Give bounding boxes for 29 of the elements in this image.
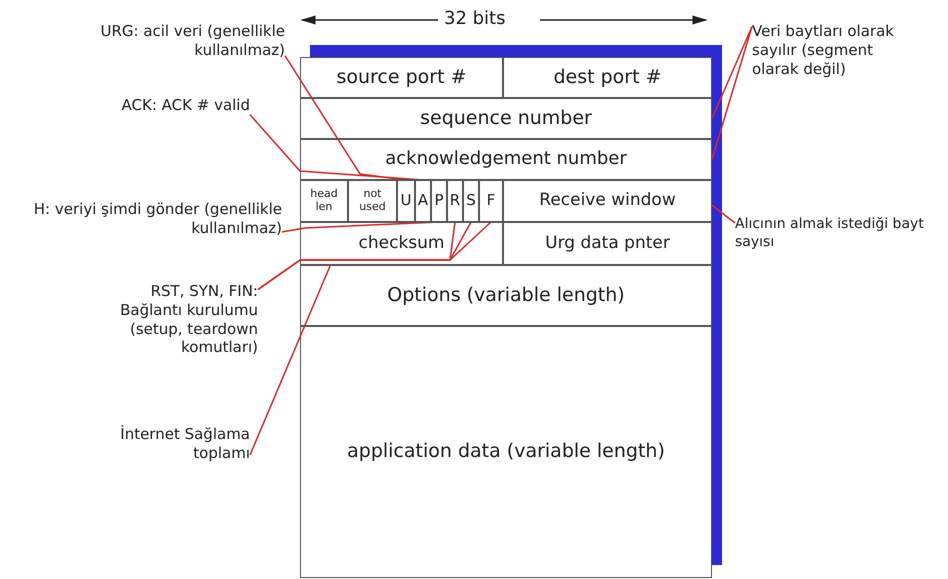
annotation-text: ACK: ACK # valid [120,96,250,115]
header-field: A [415,180,431,222]
annotation-text: RST, SYN, FIN: Bağlantı kurulumu (setup, teardown komutları) [90,282,258,357]
annotation-text: H: veriyi şimdi gönder (genellikle kullanılmaz) [0,200,282,238]
dimension-label: 32 bits [444,8,506,29]
header-field: sequence number [300,98,712,139]
header-field: source port # [300,57,503,98]
header-field: F [479,180,503,222]
header-field: Options (variable length) [300,265,712,326]
leader-line [711,26,753,160]
header-field: S [463,180,479,222]
header-field: P [431,180,447,222]
header-field: head len [300,180,348,222]
header-field: acknowledgement number [300,139,712,180]
header-field: U [397,180,415,222]
leader-line [249,264,332,456]
annotation-text: İnternet Sağlama toplamı [90,425,250,462]
header-field: application data (variable length) [300,326,712,578]
annotation-text: URG: acil veri (genellikle kullanılmaz) [70,22,285,60]
annotation-text: Veri baytları olarak sayılır (segment olarak değil) [752,22,902,78]
header-field: Receive window [503,180,712,222]
leader-line [712,204,736,224]
header-field: R [447,180,463,222]
header-field: dest port # [503,57,712,98]
leader-line [711,26,753,119]
header-field: Urg data pnter [503,222,712,265]
header-field: checksum [300,222,503,265]
annotation-text: Alıcının almak istediği bayt sayısı [735,216,947,251]
header-field: not used [348,180,397,222]
